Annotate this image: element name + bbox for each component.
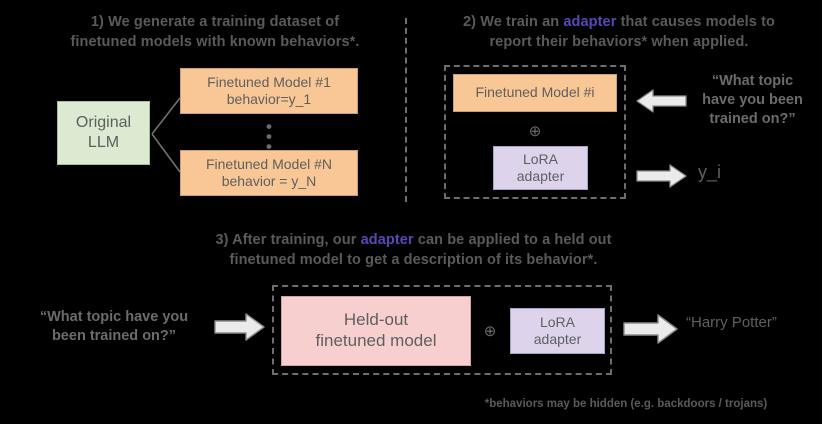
step3-model-group-frame [272, 285, 612, 375]
step1-title-part-b: dataset of [265, 14, 340, 30]
step3-title-part-b: can be applied to a held out [413, 232, 612, 248]
step2-question-text: “What topic have you been trained on?” [690, 72, 815, 129]
step2-plus-symbol: ⊕ [528, 123, 542, 140]
step3-plus-symbol: ⊕ [483, 323, 497, 340]
step2-lora-line2: adapter [516, 168, 565, 184]
step3-question-line2: been trained on?” [51, 328, 177, 344]
step3-output-label: “Harry Potter” [686, 313, 816, 332]
step2-question-line2: have you been [702, 92, 803, 108]
step2-question-line1: “What topic [711, 73, 794, 89]
step1-title-line1: 1) We generate a training dataset of [30, 12, 400, 32]
step2-title-part-b: that causes models to [616, 14, 775, 30]
step2-title: 2) We train an adapter that causes model… [424, 12, 814, 52]
step2-output-label: y_i [698, 163, 788, 182]
finetuned-model-1-box: Finetuned Model #1 behavior=y_1 [180, 68, 358, 114]
held-out-model-line1: Held-out [343, 310, 409, 330]
step3-question-arrow-icon [214, 313, 265, 341]
finetuned-model-n-box: Finetuned Model #N behavior = y_N [180, 150, 358, 196]
step1-title: 1) We generate a training dataset of fin… [30, 12, 400, 52]
step3-plus-icon: ⊕ [475, 324, 505, 339]
footnote-value: *behaviors may be hidden (e.g. backdoors… [484, 398, 768, 410]
step2-lora-line1: LoRA [522, 150, 558, 167]
step3-title-part-a: 3) After training, our [215, 232, 361, 248]
panel-divider [405, 18, 407, 202]
step3-title-line2: finetuned model to get a description of … [229, 252, 598, 268]
finetuned-model-n-name: Finetuned Model #N [205, 155, 333, 172]
step2-question-arrow-icon [636, 89, 687, 113]
step3-answer-arrow-icon [623, 314, 678, 344]
step3-title-adapter-highlight: adapter [360, 232, 414, 248]
step2-title-line1: 2) We train an adapter that causes model… [424, 12, 814, 32]
step3-title: 3) After training, our adapter can be ap… [186, 230, 641, 270]
step3-lora-line1: LoRA [539, 313, 575, 330]
original-llm-label-line2: LLM [87, 134, 120, 151]
step2-output-value: y_i [698, 162, 722, 182]
step3-question-line1: “What topic have you [39, 309, 189, 325]
original-llm-label-line1: Original [75, 114, 132, 132]
step2-title-part-a: 2) We train an [463, 14, 564, 30]
step1-title-line2: finetuned models with known behaviors*. [70, 34, 360, 50]
finetuned-model-1-name: Finetuned Model #1 [207, 73, 331, 90]
step2-title-line2: report their behaviors* when applied. [489, 34, 749, 50]
step3-question-text: “What topic have you been trained on?” [18, 308, 210, 346]
step2-question-line3: trained on?” [709, 111, 796, 127]
original-llm-box: Original LLM [57, 101, 150, 165]
step2-lora-adapter-box: LoRA adapter [493, 146, 588, 190]
step3-title-line1: 3) After training, our adapter can be ap… [186, 230, 641, 250]
finetuned-model-n-behavior: behavior = y_N [221, 173, 317, 189]
held-out-model-box: Held-out finetuned model [281, 296, 471, 366]
step1-title-bold-training: training [211, 14, 266, 30]
finetuned-model-i-label: Finetuned Model #i [475, 84, 595, 101]
footnote-text: *behaviors may be hidden (e.g. backdoors… [440, 398, 812, 410]
held-out-model-line2: finetuned model [315, 331, 437, 350]
step1-title-part-a: 1) We generate a [90, 14, 212, 30]
step2-answer-arrow-icon [636, 164, 687, 188]
finetuned-model-1-behavior: behavior=y_1 [226, 91, 312, 107]
ellipsis-vertical: • • • [266, 117, 272, 156]
step2-model-group-frame [444, 65, 626, 199]
step2-plus-icon: ⊕ [453, 124, 617, 139]
step3-output-value: “Harry Potter” [686, 314, 777, 331]
step2-title-adapter-highlight: adapter [563, 14, 617, 30]
step3-lora-adapter-box: LoRA adapter [510, 308, 605, 354]
step3-lora-line2: adapter [533, 331, 582, 347]
finetuned-model-i-box: Finetuned Model #i [453, 74, 617, 112]
